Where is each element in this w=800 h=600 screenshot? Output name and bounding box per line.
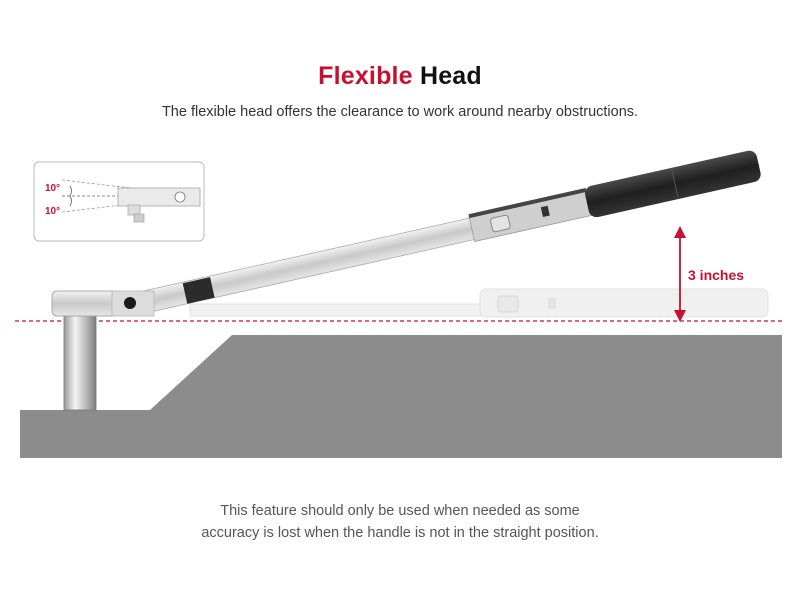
ratchet-head (51, 290, 119, 317)
page-subtitle: The flexible head offers the clearance t… (161, 104, 639, 120)
title-rest: Head (412, 62, 482, 90)
footnote: This feature should only be used when ne… (150, 500, 650, 544)
clearance-label: 3 inches (688, 267, 744, 283)
collar-block (182, 277, 215, 304)
clearance-arrow (674, 226, 686, 322)
footnote-line-2: accuracy is lost when the handle is not … (201, 525, 599, 541)
socket (63, 305, 97, 411)
straight-handle-ghost (189, 288, 769, 318)
ground-obstruction (20, 335, 782, 458)
handle-sleeve (468, 189, 593, 242)
handle-grip (585, 150, 761, 218)
angle-inset (33, 161, 205, 242)
lock-button (490, 214, 511, 233)
footnote-line-1: This feature should only be used when ne… (220, 503, 580, 519)
angle-up-label: 10° (45, 183, 60, 194)
title-accent: Flexible (318, 62, 413, 90)
page-title: Flexible Head (0, 62, 800, 91)
pivot-pin (124, 297, 136, 309)
tilted-handle (137, 150, 761, 315)
scale-window (540, 205, 550, 218)
flexible-head (51, 290, 155, 411)
angle-down-label: 10° (45, 206, 60, 217)
